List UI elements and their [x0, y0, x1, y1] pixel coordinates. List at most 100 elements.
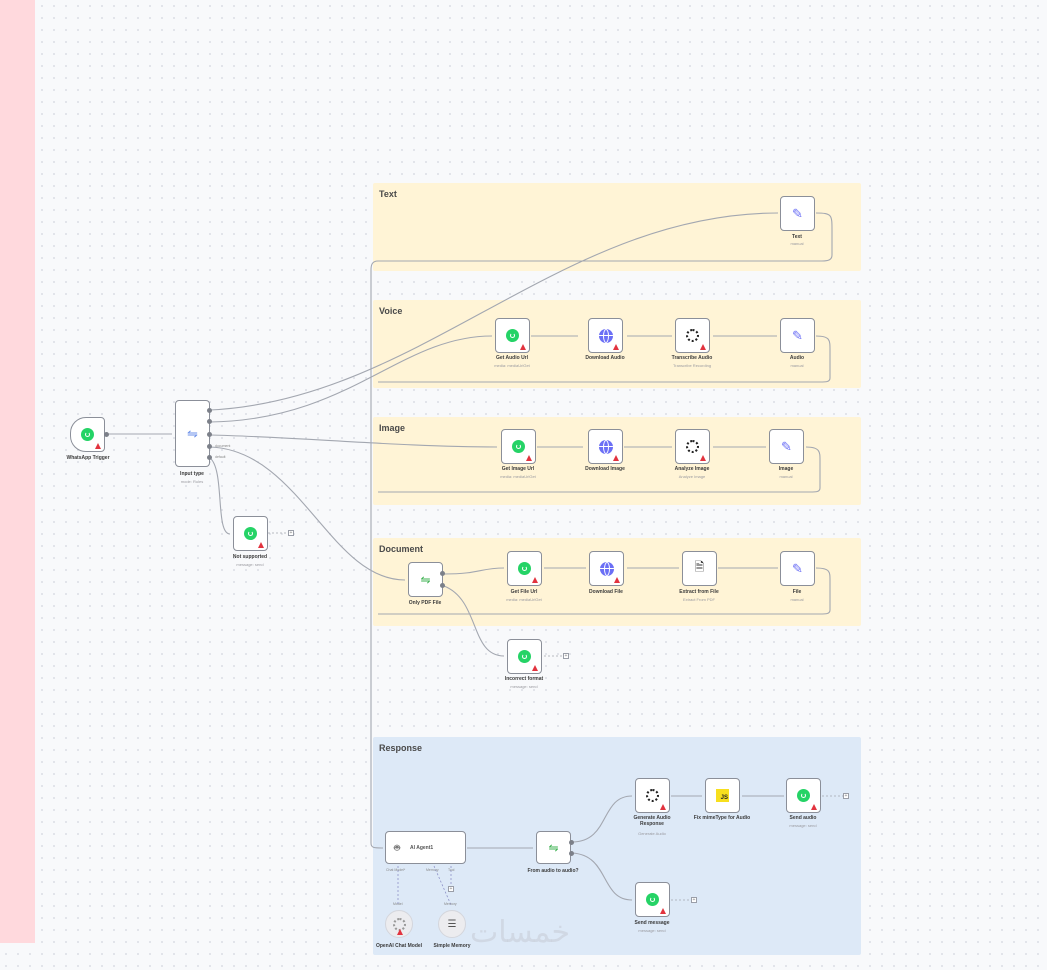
node-label: Fix mimeType for Audio: [693, 815, 751, 821]
node-subtitle: Extract From PDF: [682, 597, 716, 602]
node-label: From audio to audio?: [527, 868, 579, 874]
warning-icon: [532, 665, 538, 671]
node-label: Text: [792, 234, 802, 240]
node-subtitle: manual: [790, 363, 804, 368]
node-only-pdf-file[interactable]: ⇋: [408, 562, 443, 597]
output-port[interactable]: [569, 840, 574, 845]
group-title: Document: [379, 544, 424, 554]
pencil-icon: ✎: [792, 560, 803, 576]
node-label: Image: [778, 466, 794, 472]
node-label: Extract from File: [679, 589, 719, 595]
node-label: AI Agent1: [410, 844, 434, 851]
node-generate-audio-response[interactable]: [635, 778, 670, 813]
node-subtitle: manual: [790, 241, 804, 246]
output-port[interactable]: [440, 571, 445, 576]
openai-icon: [686, 329, 699, 342]
node-not-supported[interactable]: [233, 516, 268, 551]
output-label: default: [215, 455, 226, 459]
pencil-icon: ✎: [781, 438, 792, 454]
input-label: Chat Model*: [386, 868, 406, 872]
node-subtitle: Generate Audio: [638, 831, 666, 836]
node-file[interactable]: ✎: [780, 551, 815, 586]
node-incorrect-format[interactable]: [507, 639, 542, 674]
node-download-file[interactable]: [589, 551, 624, 586]
node-openai-chat-model[interactable]: [385, 910, 413, 938]
node-download-audio[interactable]: [588, 318, 623, 353]
output-port[interactable]: [207, 408, 212, 413]
input-label: Memory: [426, 868, 439, 872]
pencil-icon: ✎: [792, 205, 803, 221]
output-port[interactable]: [440, 583, 445, 588]
node-send-message[interactable]: [635, 882, 670, 917]
output-port[interactable]: [207, 455, 212, 460]
node-analyze-image[interactable]: [675, 429, 710, 464]
warning-icon: [614, 577, 620, 583]
add-node-button[interactable]: +: [288, 530, 294, 536]
node-label: File: [792, 589, 802, 595]
robot-icon: 🤖︎: [394, 842, 400, 854]
globe-icon: [598, 328, 613, 343]
node-extract-from-file[interactable]: 🗎: [682, 551, 717, 586]
node-label: Send audio: [789, 815, 817, 821]
warning-icon: [700, 344, 706, 350]
node-get-file-url[interactable]: [507, 551, 542, 586]
side-panel: [0, 0, 35, 943]
file-export-icon: 🗎: [694, 560, 705, 574]
warning-icon: [397, 929, 403, 935]
whatsapp-icon: [506, 329, 519, 342]
node-label: Analyze Image: [674, 466, 710, 472]
if-icon: ⇋: [548, 840, 559, 855]
node-whatsapp-trigger[interactable]: [70, 417, 105, 452]
output-port[interactable]: [207, 432, 212, 437]
node-subtitle: media: mediaUrlGet: [494, 363, 530, 368]
add-tool-button[interactable]: +: [448, 886, 454, 892]
node-ai-agent[interactable]: 🤖︎ AI Agent1: [385, 831, 466, 864]
switch-icon: ⇋: [187, 425, 198, 441]
node-download-image[interactable]: [588, 429, 623, 464]
pencil-icon: ✎: [792, 327, 803, 343]
warning-icon: [700, 455, 706, 461]
add-node-button[interactable]: +: [691, 897, 697, 903]
whatsapp-icon: [797, 789, 810, 802]
node-get-image-url[interactable]: [501, 429, 536, 464]
openai-icon: [646, 789, 659, 802]
node-simple-memory[interactable]: ☰: [438, 910, 466, 938]
node-label: Download Image: [585, 466, 625, 472]
node-label: Not supported: [232, 554, 268, 560]
group-title: Response: [379, 743, 423, 753]
output-port[interactable]: [569, 851, 574, 856]
globe-icon: [598, 439, 613, 454]
node-send-audio[interactable]: [786, 778, 821, 813]
node-get-audio-url[interactable]: [495, 318, 530, 353]
node-label: Send message: [634, 920, 670, 926]
node-image[interactable]: ✎: [769, 429, 804, 464]
node-text[interactable]: ✎: [780, 196, 815, 231]
node-label: Get Audio Url: [495, 355, 529, 361]
whatsapp-icon: [512, 440, 525, 453]
warning-icon: [520, 344, 526, 350]
node-label: Download File: [589, 589, 623, 595]
node-subtitle: Analyze Image: [678, 474, 706, 479]
add-node-button[interactable]: +: [843, 793, 849, 799]
if-icon: ⇋: [420, 572, 431, 587]
node-subtitle: message: send: [510, 684, 538, 689]
database-icon: ☰: [447, 918, 457, 930]
node-label: Only PDF File: [408, 600, 442, 606]
add-node-button[interactable]: +: [563, 653, 569, 659]
node-from-audio-to-audio[interactable]: ⇋: [536, 831, 571, 864]
input-label: Tool: [448, 868, 455, 872]
node-label: Incorrect format: [504, 676, 544, 682]
node-audio[interactable]: ✎: [780, 318, 815, 353]
output-port[interactable]: [207, 419, 212, 424]
node-fix-mimetype[interactable]: JS: [705, 778, 740, 813]
node-label: Input type: [180, 471, 204, 477]
output-port[interactable]: [207, 444, 212, 449]
node-subtitle: message: send: [638, 928, 666, 933]
warning-icon: [526, 455, 532, 461]
node-label: OpenAI Chat Model: [375, 943, 423, 949]
whatsapp-icon: [244, 527, 257, 540]
output-port[interactable]: [104, 432, 109, 437]
node-input-type[interactable]: ⇋: [175, 400, 210, 467]
node-transcribe-audio[interactable]: [675, 318, 710, 353]
node-subtitle: manual: [779, 474, 793, 479]
